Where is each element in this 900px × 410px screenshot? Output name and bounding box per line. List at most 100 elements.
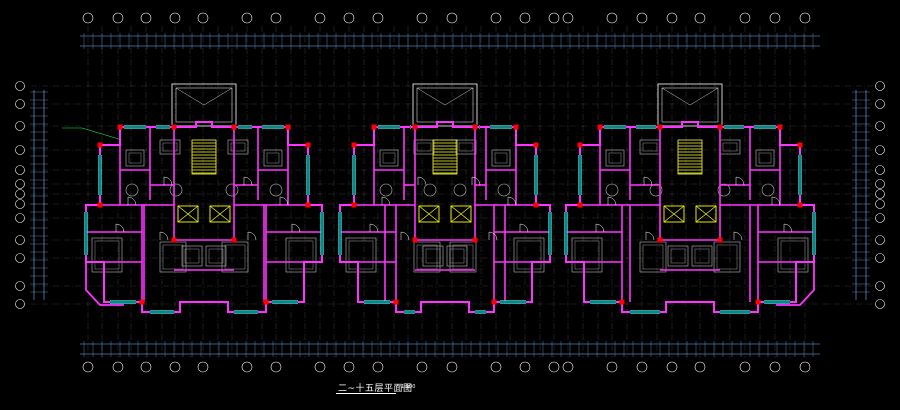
grid-bubble-icon	[314, 361, 326, 373]
furniture	[208, 248, 224, 264]
furniture	[458, 142, 474, 152]
column	[171, 237, 177, 243]
grid-bubble-icon	[739, 361, 751, 373]
furniture	[181, 245, 203, 267]
bay-window	[776, 262, 815, 306]
furniture	[494, 152, 508, 164]
grid-bubble-icon	[15, 299, 25, 309]
column	[777, 124, 783, 130]
grid-bubble-icon	[666, 12, 678, 24]
grid-bubble-icon	[769, 361, 781, 373]
column	[97, 202, 103, 208]
column	[577, 202, 583, 208]
elevator-cross-icon	[209, 205, 231, 223]
plan-scale-note: 1:100	[401, 384, 416, 390]
furniture	[285, 237, 317, 273]
door-swing	[381, 196, 391, 206]
door-swing	[643, 176, 653, 186]
grid-bubble-icon	[197, 12, 209, 24]
furniture	[227, 139, 249, 155]
grid-bubble-icon	[636, 361, 648, 373]
column	[597, 124, 603, 130]
grid-bubble-icon	[446, 12, 458, 24]
column	[351, 202, 357, 208]
roof-structure	[412, 83, 478, 127]
roof-structure	[203, 87, 233, 106]
grid-bubble-icon	[343, 361, 355, 373]
furniture	[205, 245, 227, 267]
column	[513, 124, 519, 130]
grid-bubble-icon	[140, 361, 152, 373]
grid-bubble-icon	[562, 12, 574, 24]
grid-bubble-icon	[875, 179, 885, 189]
roof-structure	[661, 87, 691, 106]
column	[285, 124, 291, 130]
grid-bubble-icon	[446, 361, 458, 373]
elevator-cross-icon	[418, 205, 440, 223]
furniture	[413, 139, 435, 155]
grid-bubble-icon	[562, 361, 574, 373]
column	[371, 124, 377, 130]
dining-table	[605, 183, 619, 197]
column	[97, 142, 103, 148]
grid-bubble-icon	[875, 121, 885, 131]
furniture	[713, 241, 741, 273]
column	[619, 299, 625, 305]
furniture	[642, 244, 664, 270]
grid-bubble-icon	[15, 235, 25, 245]
grid-bubble-icon	[875, 199, 885, 209]
elevator-cross	[418, 205, 440, 223]
plan-title-underline	[336, 393, 396, 394]
furniture-layer	[91, 139, 809, 273]
window-layer	[84, 125, 816, 314]
door-swing	[247, 231, 257, 241]
door-swing	[369, 223, 379, 233]
elevator-cross	[663, 205, 685, 223]
bay-window	[85, 262, 124, 306]
grid-bubble-icon	[15, 213, 25, 223]
door-swing	[735, 176, 745, 186]
dining-table	[125, 183, 139, 197]
column	[577, 142, 583, 148]
note-leader	[81, 127, 123, 141]
column	[533, 202, 539, 208]
door-swing	[733, 231, 743, 241]
grid-bubble-icon	[314, 12, 326, 24]
grid-bubble-icon	[666, 361, 678, 373]
grid-bubble-icon	[343, 12, 355, 24]
grid-bubble-icon	[112, 12, 124, 24]
furniture	[605, 149, 625, 167]
grid-bubble-icon	[169, 12, 181, 24]
grid-bubble-icon	[875, 81, 885, 91]
grid-bubble-icon	[169, 361, 181, 373]
column	[263, 299, 269, 305]
grid-bubble-icon	[416, 361, 428, 373]
grid-bubble-icon	[15, 99, 25, 109]
furniture	[667, 245, 689, 267]
grid-bubble-icon	[606, 361, 618, 373]
grid-bubble-icon	[15, 199, 25, 209]
elevator-cross	[177, 205, 199, 223]
door-swing	[291, 223, 301, 233]
furniture	[694, 248, 710, 264]
furniture	[755, 149, 775, 167]
furniture	[379, 149, 399, 167]
door-swing	[417, 176, 427, 186]
roof-structure	[416, 87, 446, 106]
elevator-cross	[695, 205, 717, 223]
dimension-lines	[30, 33, 870, 357]
grid-bubble-icon	[548, 361, 560, 373]
furniture	[94, 240, 120, 270]
door-swing	[471, 176, 481, 186]
grid-bubble-icon	[519, 12, 531, 24]
grid-bubble-icon	[875, 235, 885, 245]
furniture	[159, 139, 181, 155]
column	[412, 124, 418, 130]
grid-bubble-icon	[606, 12, 618, 24]
dining-table	[169, 183, 183, 197]
furniture	[128, 152, 142, 164]
grid-bubble-icon	[694, 12, 706, 24]
furniture	[446, 245, 468, 267]
